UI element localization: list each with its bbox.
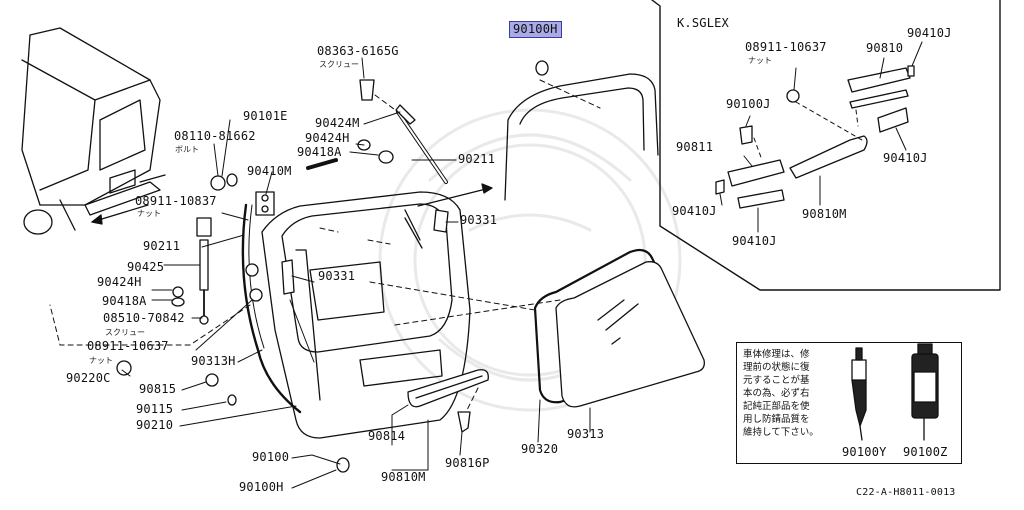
callout-90410J-left[interactable]: 90410J bbox=[672, 204, 717, 218]
stay-rod bbox=[306, 158, 338, 170]
trim-piece bbox=[281, 259, 295, 295]
callout-90211-right[interactable]: 90211 bbox=[458, 152, 496, 166]
glass-outline-upper bbox=[504, 73, 659, 201]
repair-note-text: 車体修理は、修 理前の状態に復 元することが基 本の為、必ず右 記純正部品を使 … bbox=[743, 349, 819, 438]
callout-90810M-inset[interactable]: 90810M bbox=[802, 207, 847, 221]
callout-08911-10637-inset[interactable]: 08911-10637 bbox=[745, 40, 827, 54]
callout-90816P[interactable]: 90816P bbox=[445, 456, 490, 470]
callout-90313[interactable]: 90313 bbox=[567, 427, 605, 441]
product-illustrations bbox=[851, 343, 939, 441]
arrowhead bbox=[481, 183, 493, 194]
callout-08911-10837[interactable]: 08911-10837 bbox=[135, 194, 217, 208]
vehicle-rear-sketch bbox=[21, 27, 166, 235]
callout-90810[interactable]: 90810 bbox=[866, 41, 904, 55]
callout-90424H-mid[interactable]: 90424H bbox=[305, 131, 350, 145]
screw-label: スクリュー bbox=[319, 60, 359, 69]
leader-lines bbox=[121, 57, 591, 489]
callout-90100Y[interactable]: 90100Y bbox=[842, 445, 887, 459]
nut-label: ナット bbox=[137, 209, 161, 218]
callout-90211-left[interactable]: 90211 bbox=[143, 239, 181, 253]
footer-code: C22-A-H8011-0013 bbox=[856, 487, 956, 498]
callout-90331-mid[interactable]: 90331 bbox=[318, 269, 356, 283]
callout-08110-81662[interactable]: 08110-81662 bbox=[174, 129, 256, 143]
trim-piece bbox=[433, 209, 449, 233]
callout-08363-6165G[interactable]: 08363-6165G bbox=[317, 44, 399, 58]
inset-leaders bbox=[719, 41, 923, 233]
nut-label-inset: ナット bbox=[748, 56, 772, 65]
garnish-lower bbox=[407, 369, 489, 408]
screw-label-lower: スクリュー bbox=[105, 328, 145, 337]
callout-90410J-top-right[interactable]: 90410J bbox=[907, 26, 952, 40]
callout-90418A-left[interactable]: 90418A bbox=[102, 294, 147, 308]
callout-90424M[interactable]: 90424M bbox=[315, 116, 360, 130]
inset-dashed bbox=[753, 101, 863, 161]
callout-90410J-bottom[interactable]: 90410J bbox=[732, 234, 777, 248]
callout-90810M-bottom[interactable]: 90810M bbox=[381, 470, 426, 484]
callout-08510-70842[interactable]: 08510-70842 bbox=[103, 311, 185, 325]
callout-90410J-right[interactable]: 90410J bbox=[883, 151, 928, 165]
arrowhead bbox=[91, 214, 103, 225]
callout-90100H-bottom[interactable]: 90100H bbox=[239, 480, 284, 494]
callout-90220C[interactable]: 90220C bbox=[66, 371, 111, 385]
inset-frame bbox=[651, 0, 1001, 291]
callout-90424H-left[interactable]: 90424H bbox=[97, 275, 142, 289]
weatherstrip-left bbox=[241, 203, 302, 414]
callout-90100H-highlighted[interactable]: 90100H bbox=[509, 21, 562, 38]
repair-note-box: 車体修理は、修 理前の状態に復 元することが基 本の為、必ず右 記純正部品を使 … bbox=[736, 342, 962, 464]
callout-90811[interactable]: 90811 bbox=[676, 140, 714, 154]
inset-parts bbox=[715, 65, 915, 209]
callout-90100Z[interactable]: 90100Z bbox=[903, 445, 948, 459]
arrow-right bbox=[417, 187, 491, 207]
callout-08911-10637[interactable]: 08911-10637 bbox=[87, 339, 169, 353]
hinge bbox=[255, 191, 275, 216]
fasteners bbox=[116, 60, 549, 473]
bolt-label: ボルト bbox=[175, 145, 199, 154]
callout-90410M[interactable]: 90410M bbox=[247, 164, 292, 178]
callout-90100[interactable]: 90100 bbox=[252, 450, 290, 464]
callout-90115[interactable]: 90115 bbox=[136, 402, 174, 416]
inset-title: K.SGLEX bbox=[677, 16, 729, 30]
callout-90100J[interactable]: 90100J bbox=[726, 97, 771, 111]
callout-90814[interactable]: 90814 bbox=[368, 429, 406, 443]
callout-90425[interactable]: 90425 bbox=[127, 260, 165, 274]
callout-90331-right[interactable]: 90331 bbox=[460, 213, 498, 227]
glass-assembly bbox=[533, 248, 705, 408]
nut-label-lower: ナット bbox=[89, 356, 113, 365]
callout-90101E[interactable]: 90101E bbox=[243, 109, 288, 123]
gas-strut-left bbox=[196, 217, 212, 325]
callout-90210[interactable]: 90210 bbox=[136, 418, 174, 432]
back-door-panel bbox=[261, 191, 471, 439]
leader-lines-dashed bbox=[49, 79, 601, 413]
gas-strut-top bbox=[395, 104, 448, 184]
weatherstrip-inner bbox=[248, 204, 265, 349]
callout-90418A-mid[interactable]: 90418A bbox=[297, 145, 342, 159]
callout-90320[interactable]: 90320 bbox=[521, 442, 559, 456]
callout-90815[interactable]: 90815 bbox=[139, 382, 177, 396]
callout-90313H[interactable]: 90313H bbox=[191, 354, 236, 368]
